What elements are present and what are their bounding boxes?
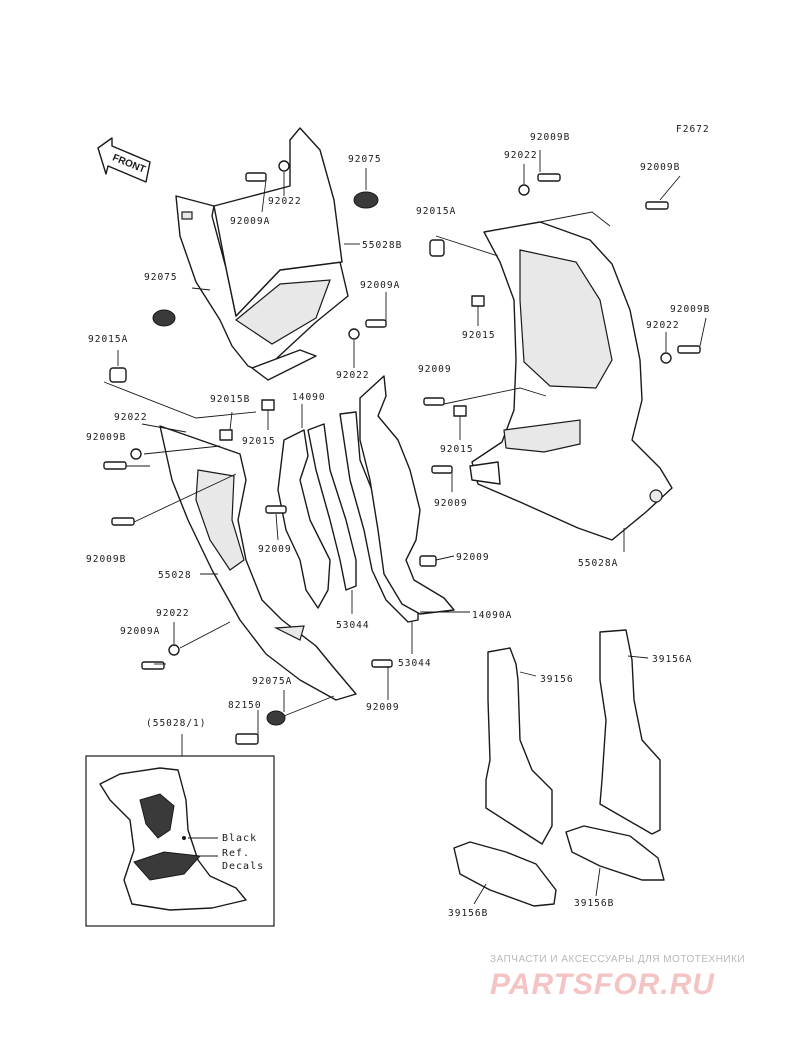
label-39156B-a: 39156B: [448, 908, 488, 919]
label-55028: 55028: [158, 570, 192, 581]
washer-icon: [130, 448, 142, 460]
label-82150: 82150: [228, 700, 262, 711]
washer-icon: [348, 328, 360, 340]
grommet-icon: [353, 191, 379, 209]
label-92022-top: 92022: [268, 196, 302, 207]
leader-lines: [103, 150, 707, 905]
bolt-icon: [235, 733, 259, 745]
label-92015-right: 92015: [462, 330, 496, 341]
bolt-icon: [265, 505, 287, 514]
bolt-icon: [111, 517, 135, 526]
label-92009B-b: 92009B: [640, 162, 680, 173]
bolt-icon: [371, 659, 393, 668]
label-92009B-left: 92009B: [86, 432, 126, 443]
label-92009A-low: 92009A: [120, 626, 160, 637]
label-92015B: 92015B: [210, 394, 250, 405]
inset-box: [85, 734, 275, 927]
bolt-icon: [419, 555, 437, 567]
washer-icon: [278, 160, 290, 172]
label-92009-low: 92009: [366, 702, 400, 713]
washer-icon: [660, 352, 672, 364]
label-92009B-a: 92009B: [530, 132, 570, 143]
bolt-icon: [141, 661, 165, 670]
bolt-icon: [537, 173, 561, 182]
label-92075-top: 92075: [348, 154, 382, 165]
label-92015A-top: 92015A: [416, 206, 456, 217]
label-92009-r2: 92009: [434, 498, 468, 509]
label-92015-mid: 92015: [242, 436, 276, 447]
part-39156B-a: [453, 841, 557, 907]
label-92022-low: 92022: [156, 608, 190, 619]
label-92009A-top: 92009A: [230, 216, 270, 227]
label-92015-r2: 92015: [440, 444, 474, 455]
bolt-icon: [645, 201, 669, 210]
part-39156A: [599, 629, 661, 835]
label-39156B-b: 39156B: [574, 898, 614, 909]
inset-note-decals: Decals: [222, 861, 264, 872]
bolt-icon: [677, 345, 701, 354]
part-labels: 92009B 92022 92009B 92075 92022 92009A 5…: [86, 132, 710, 919]
label-92022-a: 92022: [504, 150, 538, 161]
watermark-logo: PARTSFOR.RU: [490, 968, 715, 1001]
label-39156A: 39156A: [652, 654, 692, 665]
clip-icon: [429, 239, 445, 257]
part-39156: [485, 647, 553, 845]
figure-code: F2672: [676, 124, 710, 135]
label-92009-left: 92009: [258, 544, 292, 555]
bolt-icon: [103, 461, 127, 470]
clip-icon: [109, 367, 127, 383]
washer-icon: [518, 184, 530, 196]
nut-icon: [219, 429, 233, 441]
nut-icon: [261, 399, 275, 411]
washer-icon: [168, 644, 180, 656]
label-92009-mid: 92009: [418, 364, 452, 375]
nut-icon: [471, 295, 485, 307]
bolt-icon: [423, 397, 445, 406]
label-53044-b: 53044: [398, 658, 432, 669]
label-92075-left: 92075: [144, 272, 178, 283]
grommet-icon: [266, 710, 286, 726]
label-55028B: 55028B: [362, 240, 402, 251]
front-arrow-icon: FRONT: [97, 137, 151, 183]
label-92009B-right: 92009B: [670, 304, 710, 315]
label-92022-mid: 92022: [336, 370, 370, 381]
label-92015A-left: 92015A: [88, 334, 128, 345]
nut-icon: [453, 405, 467, 417]
label-55028A: 55028A: [578, 558, 618, 569]
label-92009B-low: 92009B: [86, 554, 126, 565]
inset-note-ref: Ref.: [222, 848, 250, 859]
bolt-icon: [365, 319, 387, 328]
part-53044-a: [307, 423, 357, 591]
inset-note-black: Black: [222, 833, 257, 844]
part-14090A: [359, 375, 455, 615]
part-39156B-b: [565, 825, 665, 881]
label-14090: 14090: [292, 392, 326, 403]
bolt-icon: [431, 465, 453, 474]
label-92022-left: 92022: [114, 412, 148, 423]
part-55028B: [175, 127, 349, 381]
inset-title: (55028/1): [146, 718, 206, 729]
part-55028: [159, 425, 357, 701]
label-92009-center: 92009: [456, 552, 490, 563]
label-92009A-mid: 92009A: [360, 280, 400, 291]
part-55028A: [469, 221, 673, 541]
part-14090: [277, 429, 331, 609]
bolt-icon: [245, 172, 267, 182]
label-39156: 39156: [540, 674, 574, 685]
grommet-icon: [152, 309, 176, 327]
label-14090A: 14090A: [472, 610, 512, 621]
label-92075A: 92075A: [252, 676, 292, 687]
watermark-tagline: ЗАПЧАСТИ И АКСЕССУАРЫ ДЛЯ МОТОТЕХНИКИ: [490, 954, 745, 965]
fasteners: [103, 160, 701, 745]
label-92022-right: 92022: [646, 320, 680, 331]
label-53044-a: 53044: [336, 620, 370, 631]
